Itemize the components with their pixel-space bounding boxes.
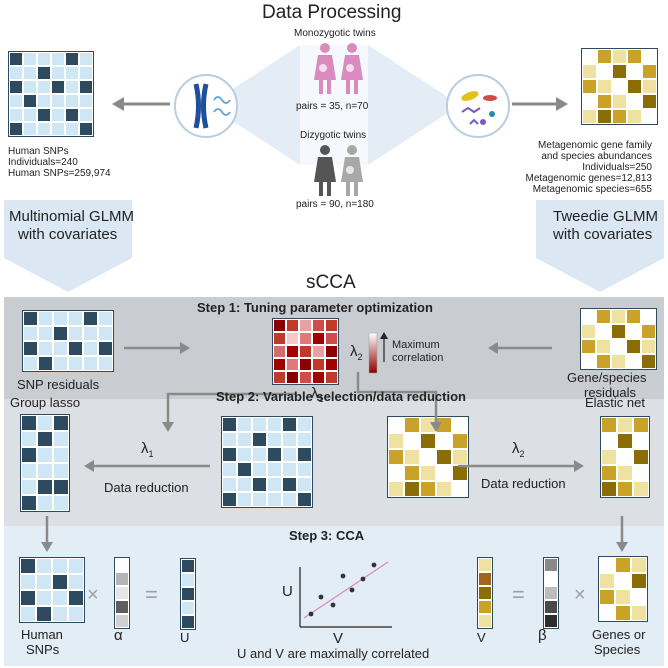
meta-line4: Metagenomic genes=12,813 bbox=[525, 173, 652, 184]
alpha-label: α bbox=[114, 627, 123, 644]
dz-label: Dizygotic twins bbox=[300, 130, 367, 141]
snp-residuals-label: SNP residuals bbox=[17, 377, 100, 392]
gene-residuals-label1: Gene/species bbox=[567, 370, 647, 385]
genes-final-matrix bbox=[598, 556, 648, 622]
dz-counts: pairs = 90, n=180 bbox=[296, 199, 374, 210]
gene-pre-reduction-matrix bbox=[387, 416, 469, 498]
human-line3: Human SNPs=259,974 bbox=[8, 168, 111, 179]
v-vector-label: V bbox=[477, 630, 486, 645]
human-snps-label1: Human bbox=[21, 627, 63, 642]
group-lasso-matrix bbox=[20, 414, 70, 512]
metagenomic-matrix bbox=[581, 48, 658, 125]
right-model-line2: with covariates bbox=[553, 226, 653, 243]
meta-line1: Metagenomic gene family bbox=[538, 140, 652, 151]
times-right: × bbox=[574, 584, 586, 606]
group-lasso-label: Group lasso bbox=[10, 395, 81, 410]
meta-line3: Individuals=250 bbox=[582, 162, 652, 173]
genes-label2: Species bbox=[594, 642, 641, 657]
human-snp-matrix bbox=[8, 51, 94, 137]
human-snps-final-matrix bbox=[19, 557, 85, 623]
snp-residual-matrix bbox=[22, 310, 114, 372]
scatter-v-axis: V bbox=[333, 630, 344, 647]
snp-pre-reduction-matrix bbox=[221, 416, 313, 508]
heatmap-lambda1: λ1 bbox=[311, 385, 324, 404]
left-model-line2: with covariates bbox=[18, 226, 118, 243]
max-corr-label2: correlation bbox=[392, 352, 444, 364]
times-left: × bbox=[87, 584, 99, 606]
human-line1: Human SNPs bbox=[8, 146, 69, 157]
step3-title: Step 3: CCA bbox=[289, 528, 365, 543]
elastic-net-matrix bbox=[600, 416, 650, 498]
equals-right: = bbox=[512, 582, 525, 607]
step1-title: Step 1: Tuning parameter optimization bbox=[197, 300, 433, 315]
genes-label1: Genes or bbox=[592, 627, 646, 642]
gene-residuals-label2: residuals bbox=[584, 385, 637, 400]
step2-lambda1: λ1 bbox=[141, 440, 154, 459]
step2-panel bbox=[4, 399, 664, 526]
data-reduction-left: Data reduction bbox=[104, 480, 189, 495]
step2-lambda2: λ2 bbox=[512, 440, 525, 459]
chromosome-icon bbox=[174, 74, 238, 138]
mz-label: Monozygotic twins bbox=[294, 28, 376, 39]
data-reduction-right: Data reduction bbox=[481, 476, 566, 491]
u-vector-label: U bbox=[180, 630, 190, 645]
human-snps-label2: SNPs bbox=[26, 642, 60, 657]
correlation-heatmap bbox=[272, 318, 339, 385]
human-line2: Individuals=240 bbox=[8, 157, 78, 168]
elastic-net-label: Elastic net bbox=[585, 395, 645, 410]
meta-line5: Metagenomic species=655 bbox=[532, 184, 652, 195]
u-vector bbox=[180, 558, 196, 630]
left-model-line1: Multinomial GLMM bbox=[9, 208, 135, 225]
equals-left: = bbox=[145, 582, 158, 607]
mz-counts: pairs = 35, n=70 bbox=[296, 101, 369, 112]
max-corr-label1: Maximum bbox=[392, 339, 440, 351]
meta-line2: and species abundances bbox=[541, 151, 652, 162]
right-model-line1: Tweedie GLMM bbox=[553, 208, 659, 225]
step2-title: Step 2: Variable selection/data reductio… bbox=[216, 389, 466, 404]
scatter-u-axis: U bbox=[282, 583, 293, 600]
beta-label: β bbox=[538, 627, 547, 644]
beta-vector bbox=[543, 557, 559, 629]
v-vector bbox=[477, 557, 493, 629]
microbiome-icon bbox=[446, 74, 510, 138]
cca-caption: U and V are maximally correlated bbox=[237, 646, 430, 661]
page-title: Data Processing bbox=[262, 2, 402, 23]
gene-residual-matrix bbox=[580, 308, 657, 370]
scca-title: sCCA bbox=[306, 272, 356, 293]
heatmap-lambda2: λ2 bbox=[350, 343, 363, 362]
alpha-vector bbox=[114, 557, 130, 629]
